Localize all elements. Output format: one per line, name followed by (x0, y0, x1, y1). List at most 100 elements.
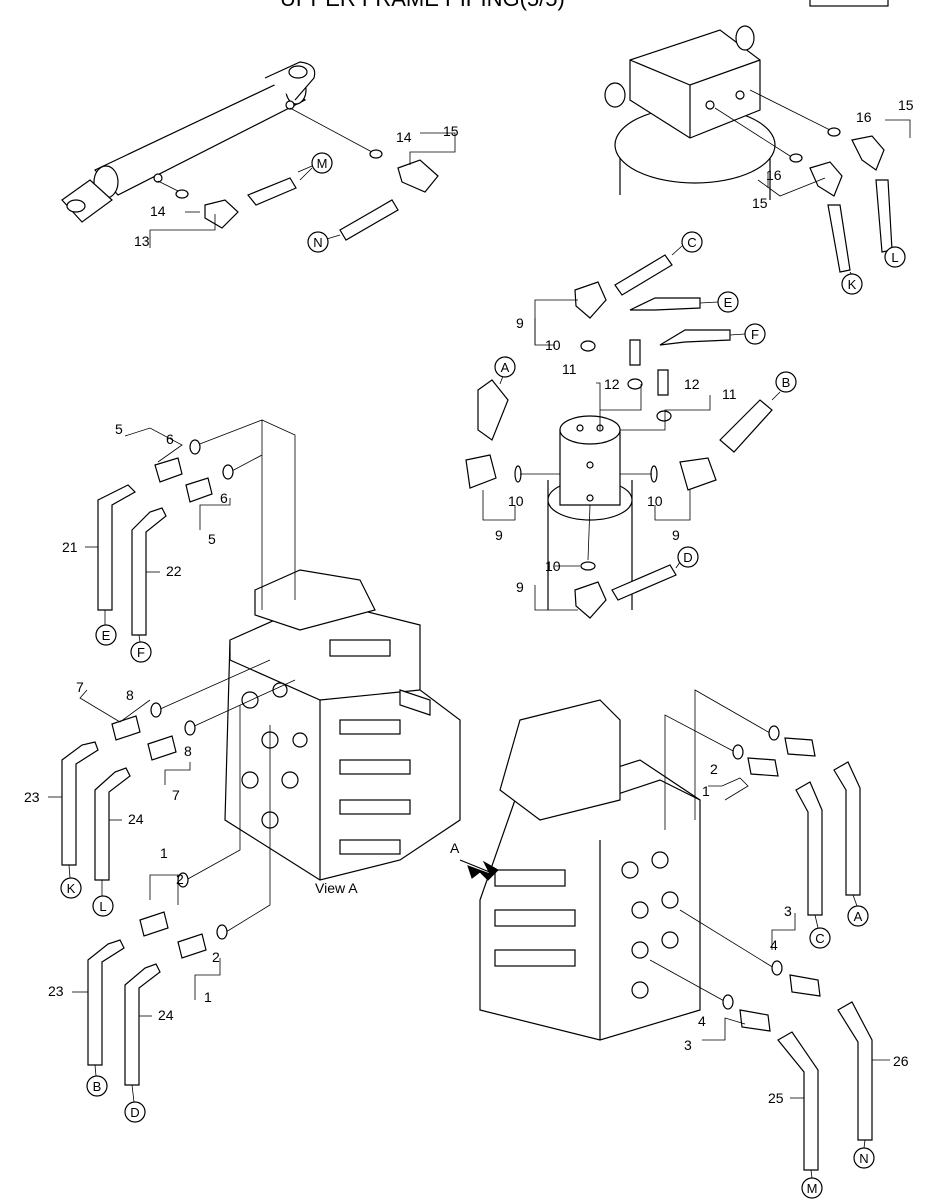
ref-24b: 24 (158, 1007, 174, 1023)
connector-k-left: K (60, 864, 82, 899)
ref-6b: 6 (220, 490, 228, 506)
svg-text:L: L (891, 250, 898, 265)
hose-26 (837, 1001, 873, 1141)
ref-10b: 10 (508, 493, 524, 509)
connector-c-right: C (809, 914, 831, 949)
svg-text:E: E (102, 628, 111, 643)
ref-10c: 10 (647, 493, 663, 509)
ref-10d: 10 (545, 558, 561, 574)
hose-right-c (795, 781, 823, 916)
control-valve-view-a (224, 569, 461, 881)
hose-23b (87, 939, 125, 1066)
ref-13: 13 (134, 233, 150, 249)
svg-text:K: K (848, 277, 857, 292)
connector-d-left: D (124, 1084, 146, 1123)
ref-2b: 2 (212, 949, 220, 965)
ref-16b: 16 (766, 167, 782, 183)
ref-9a: 9 (516, 315, 524, 331)
svg-text:N: N (313, 235, 322, 250)
svg-text:A: A (854, 909, 863, 924)
page-title: UPPER FRAME PIPING(5/5) (280, 0, 565, 11)
ref-9d: 9 (516, 579, 524, 595)
connector-b-swivel: B (771, 371, 797, 401)
ref-14b: 14 (396, 129, 412, 145)
ref-25: 25 (768, 1090, 784, 1106)
connector-n-top: N (307, 231, 331, 253)
ref-labels: 13 14 14 15 15 15 16 16 9 10 11 12 12 11… (24, 97, 914, 1106)
ref-15c: 15 (752, 195, 768, 211)
ref-3a: 3 (784, 903, 792, 919)
svg-text:K: K (67, 881, 76, 896)
ref-8a: 8 (126, 687, 134, 703)
ref-16a: 16 (856, 109, 872, 125)
control-valve-right (479, 699, 701, 1041)
hose-24b (124, 963, 161, 1086)
svg-text:C: C (815, 931, 824, 946)
connector-m-right: M (801, 1169, 823, 1199)
hose-23a (61, 741, 99, 866)
ref-14a: 14 (150, 203, 166, 219)
ref-9b: 9 (495, 527, 503, 543)
connector-l-top: L (884, 246, 906, 268)
connector-c-swivel: C (671, 231, 703, 256)
ref-1a: 1 (160, 845, 168, 861)
hose-25 (777, 1031, 819, 1171)
ref-23b: 23 (48, 983, 64, 999)
ref-5a: 5 (115, 421, 123, 437)
connector-a-right: A (847, 894, 869, 927)
ref-7b: 7 (172, 787, 180, 803)
ref-1b: 1 (204, 989, 212, 1005)
ref-24a: 24 (128, 811, 144, 827)
svg-text:N: N (859, 1151, 868, 1166)
connector-k-top: K (841, 271, 863, 295)
connector-f-swivel: F (729, 323, 766, 345)
connector-d-swivel: D (675, 546, 699, 569)
svg-text:A: A (501, 360, 510, 375)
ref-26: 26 (893, 1053, 909, 1069)
ref-4b: 4 (698, 1013, 706, 1029)
ref-9c: 9 (672, 527, 680, 543)
hose-22 (131, 507, 167, 636)
ref-4a: 4 (770, 937, 778, 953)
svg-text:E: E (724, 295, 733, 310)
ref-10a: 10 (545, 337, 561, 353)
connector-m-top: M (297, 152, 333, 174)
hose-24a (94, 767, 131, 881)
svg-text:M: M (807, 1181, 818, 1196)
cylinder-assembly (61, 61, 316, 223)
page-number-box (809, 0, 889, 7)
ref-6a: 6 (166, 431, 174, 447)
svg-text:D: D (683, 550, 692, 565)
svg-text:F: F (137, 645, 145, 660)
ref-23a: 23 (24, 789, 40, 805)
svg-text:B: B (782, 375, 791, 390)
ref-5b: 5 (208, 531, 216, 547)
ref-11a: 11 (562, 361, 577, 377)
ref-2a: 2 (176, 871, 184, 887)
connector-l-left: L (92, 880, 114, 917)
svg-text:B: B (93, 1079, 102, 1094)
ref-3b: 3 (684, 1037, 692, 1053)
ref-22: 22 (166, 563, 182, 579)
ref-12b: 12 (684, 376, 700, 392)
connector-a-swivel: A (494, 356, 516, 385)
ref-15a: 15 (443, 123, 459, 139)
ref-7a: 7 (76, 679, 84, 695)
connector-markers: M N K L C E F A B D E F K L B D A C N M (60, 152, 906, 1199)
connector-f-left: F (130, 634, 152, 663)
ref-2c: 2 (710, 761, 718, 777)
svg-text:M: M (317, 156, 328, 171)
svg-text:C: C (687, 235, 696, 250)
connector-e-left: E (95, 610, 117, 646)
connector-b-left: B (86, 1064, 108, 1097)
svg-text:L: L (99, 899, 106, 914)
ref-15b: 15 (898, 97, 914, 113)
connector-e-swivel: E (699, 291, 739, 313)
ref-11b: 11 (722, 386, 737, 402)
hose-right-a (833, 761, 861, 896)
ref-1c: 1 (702, 783, 710, 799)
hose-21 (97, 484, 136, 611)
svg-text:F: F (751, 327, 759, 342)
swing-motor-assembly (604, 25, 776, 200)
